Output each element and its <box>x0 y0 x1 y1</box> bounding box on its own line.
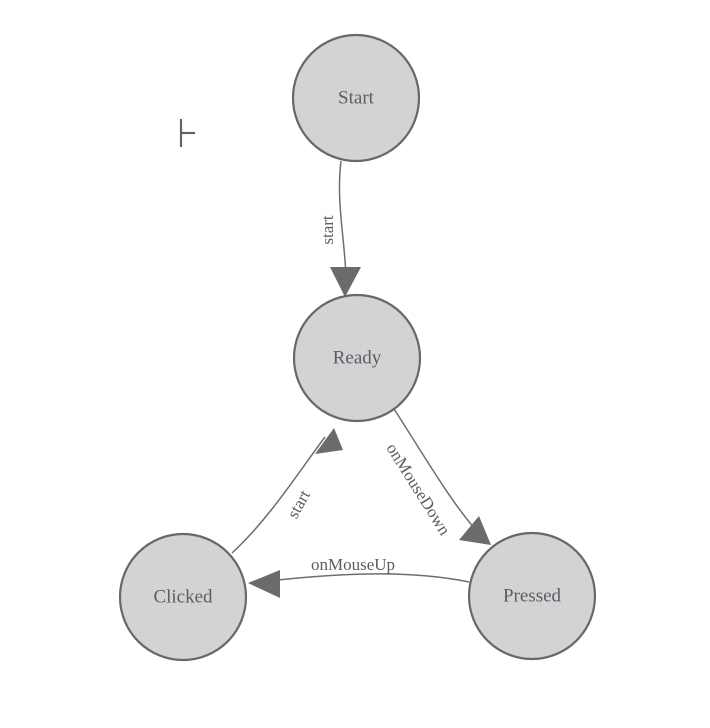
node-ready-label: Ready <box>333 347 382 368</box>
node-clicked[interactable]: Clicked <box>118 532 248 662</box>
node-ready-circle[interactable] <box>292 293 422 423</box>
node-ready[interactable]: Ready <box>292 293 422 423</box>
arrowhead-into-ready-top <box>330 267 361 297</box>
node-start-circle[interactable] <box>291 33 421 163</box>
arrowhead-into-clicked <box>248 570 280 598</box>
edge-pressed-to-clicked[interactable]: onMouseUp <box>248 555 470 598</box>
edge-label-on-mouse-down: onMouseDown <box>383 440 455 539</box>
edge-label-start-to-ready: start <box>318 215 337 245</box>
edge-ready-to-pressed[interactable]: onMouseDown <box>383 408 491 545</box>
node-pressed-circle[interactable] <box>467 531 597 661</box>
node-pressed-label: Pressed <box>503 585 562 606</box>
edge-clicked-to-ready[interactable]: start <box>231 428 343 554</box>
node-clicked-label: Clicked <box>153 586 213 607</box>
arrowhead-into-ready-bottom <box>315 428 343 454</box>
crosshair-icon <box>179 119 195 147</box>
node-group: Start Ready Clicked Pressed <box>118 33 597 662</box>
edge-path-pressed-to-clicked <box>259 573 470 583</box>
edge-start-to-ready[interactable]: start <box>318 160 361 297</box>
node-start[interactable]: Start <box>291 33 421 163</box>
node-pressed[interactable]: Pressed <box>467 531 597 661</box>
edge-label-on-mouse-up: onMouseUp <box>311 555 395 574</box>
edge-path-clicked-to-ready <box>231 436 326 554</box>
edge-label-start-to-ready-from-clicked: start <box>283 487 314 522</box>
node-clicked-circle[interactable] <box>118 532 248 662</box>
node-start-label: Start <box>338 87 375 108</box>
arrowhead-into-pressed <box>459 516 491 545</box>
